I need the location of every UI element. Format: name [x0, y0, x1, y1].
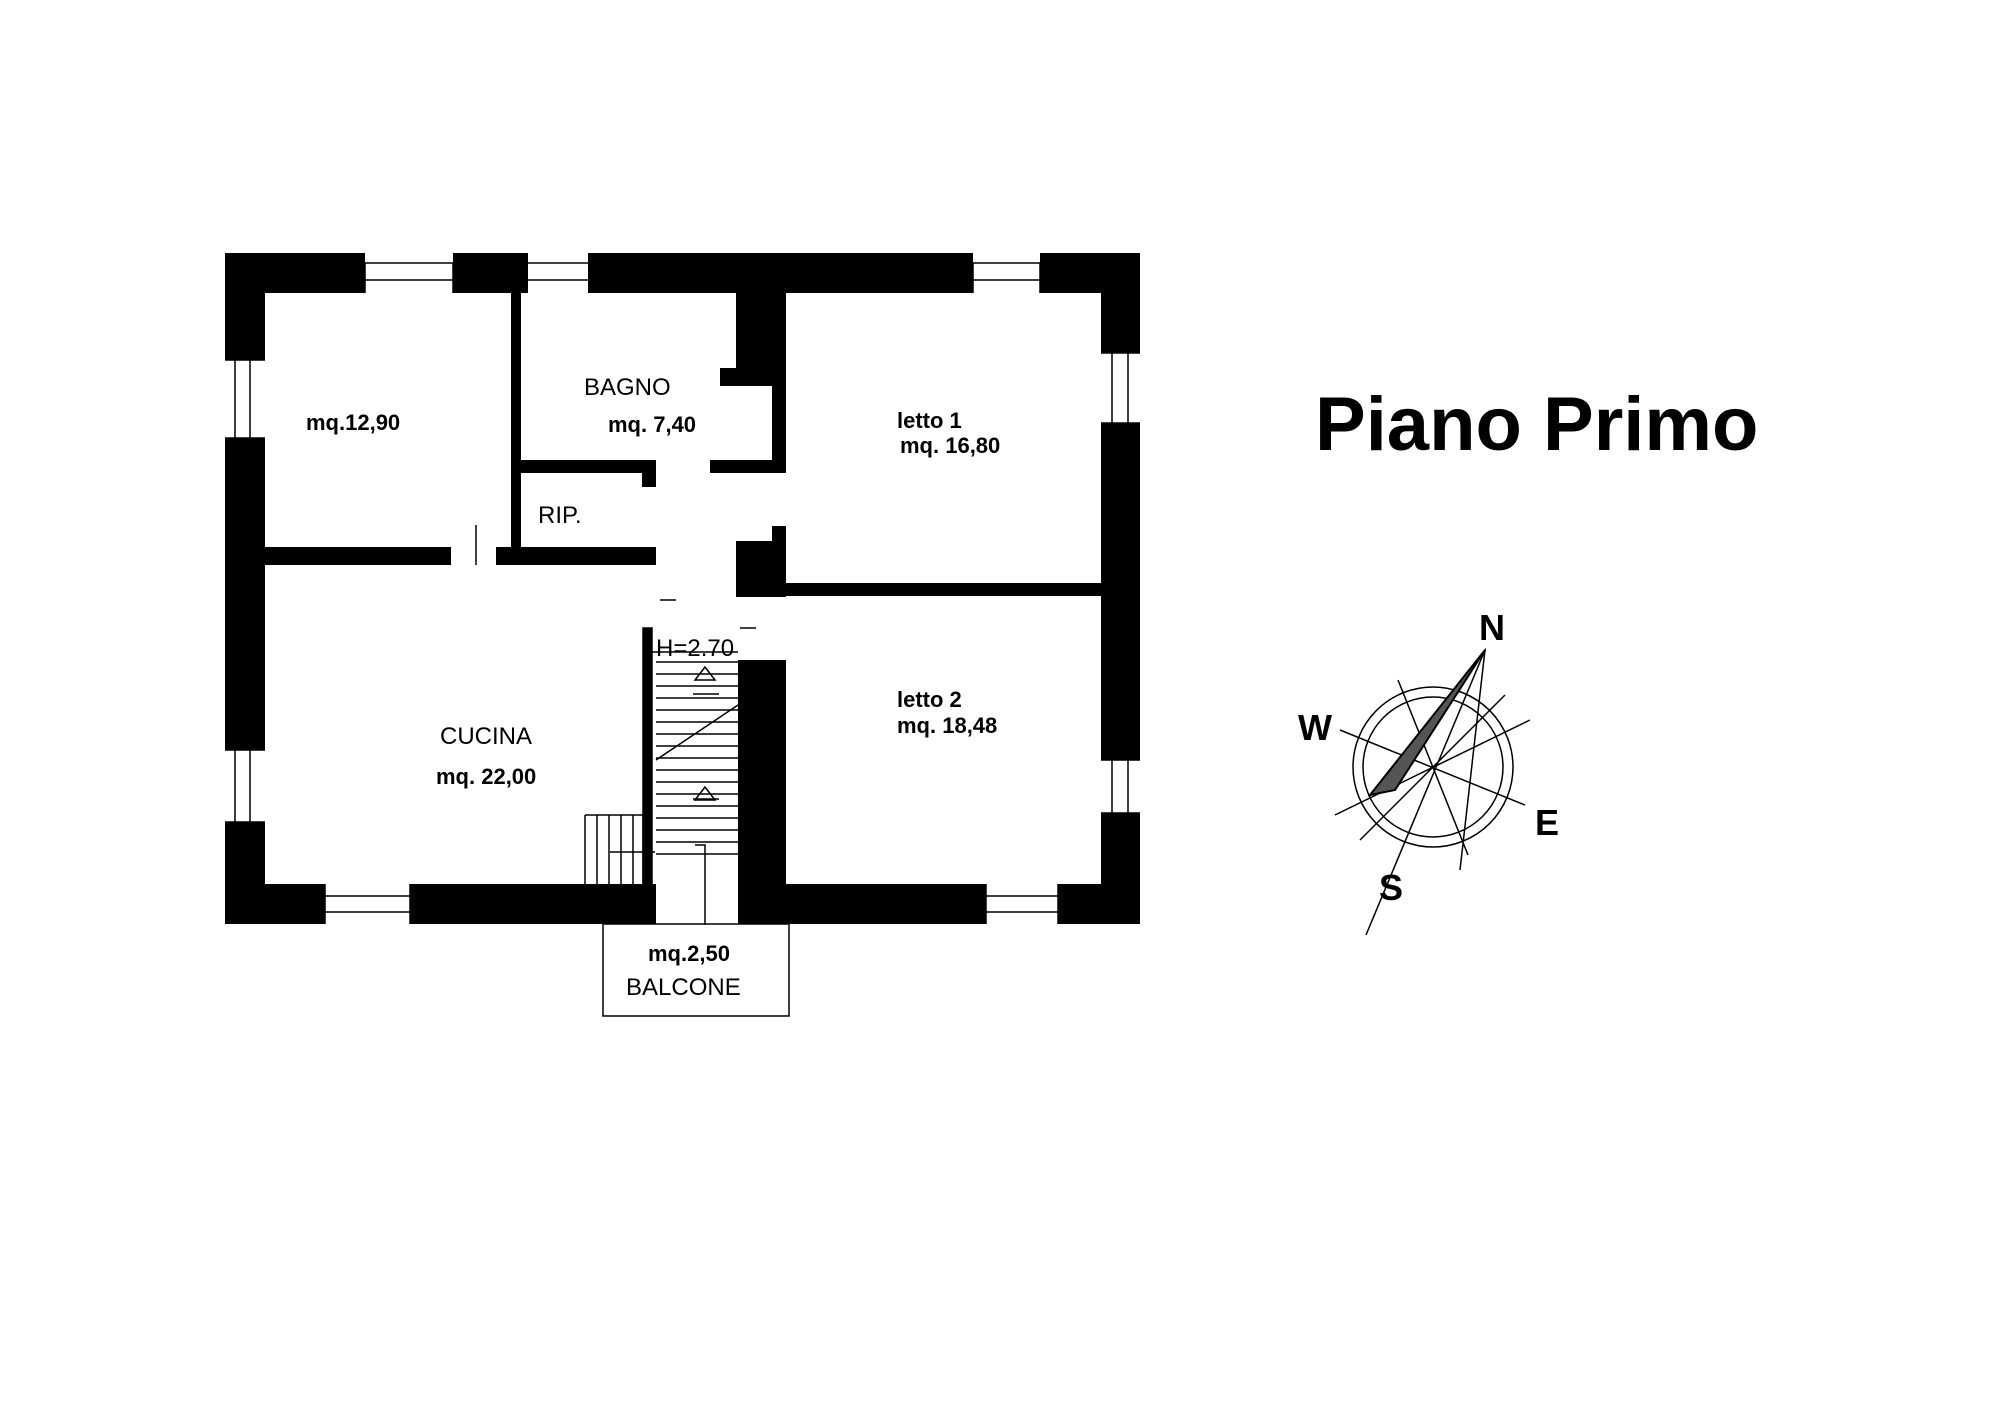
- cucina-label: CUCINA: [440, 723, 532, 750]
- height-note: H=2.70: [656, 635, 734, 662]
- rip-label: RIP.: [538, 502, 582, 529]
- letto1-area: mq. 16,80: [900, 433, 1000, 458]
- window: [1101, 759, 1140, 814]
- room-nw-area: mq.12,90: [306, 410, 400, 435]
- window: [225, 749, 265, 823]
- letto2-area: mq. 18,48: [897, 713, 997, 738]
- window: [1101, 352, 1140, 424]
- bagno-area: mq. 7,40: [608, 412, 696, 437]
- window: [324, 884, 411, 924]
- window: [985, 884, 1059, 924]
- window: [972, 262, 1041, 293]
- balcone-area: mq.2,50: [648, 941, 730, 966]
- bagno-label: BAGNO: [584, 374, 671, 401]
- compass-rose: N W E S: [1298, 607, 1559, 936]
- staircase: [584, 599, 756, 925]
- letto2-label: letto 2: [897, 687, 962, 712]
- balcony: [602, 923, 790, 1017]
- window: [225, 359, 265, 439]
- interior-walls: [265, 293, 1101, 924]
- plan-title: Piano Primo: [1315, 382, 1758, 467]
- compass-e: E: [1535, 802, 1559, 843]
- compass-w: W: [1298, 707, 1332, 748]
- window: [528, 262, 588, 281]
- cucina-area: mq. 22,00: [436, 764, 536, 789]
- letto1-label: letto 1: [897, 408, 962, 433]
- window: [364, 262, 454, 293]
- balcone-label: BALCONE: [626, 974, 741, 1001]
- outer-walls: [225, 253, 1140, 924]
- compass-s: S: [1379, 867, 1403, 908]
- windows: [225, 262, 1140, 924]
- compass-n: N: [1479, 607, 1505, 648]
